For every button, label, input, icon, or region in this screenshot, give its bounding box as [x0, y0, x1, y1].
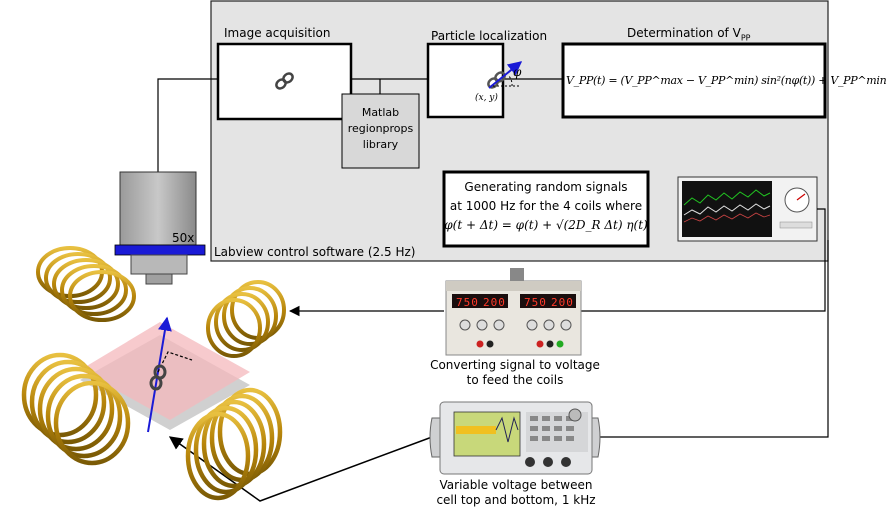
function-generator: [429, 401, 601, 475]
matlab-line-2: regionprops: [347, 122, 414, 135]
connection-lines: [157, 78, 563, 172]
psu-display-4: 200: [551, 296, 574, 309]
determination-title-text: Determination of V: [627, 26, 741, 40]
determination-title-sub: PP: [740, 33, 751, 43]
signal-line-generator: [598, 240, 829, 438]
diagram-canvas: [21, 0, 829, 502]
psu-display-3: 750: [524, 296, 547, 309]
converter-caption: Converting signal to voltage to feed the…: [420, 358, 610, 388]
determination-title: Determination of VPP: [627, 26, 750, 45]
coil-top-left: [36, 246, 136, 322]
setup-diagram: Image acquisition Particle localization …: [21, 0, 886, 508]
image-acquisition-title: Image acquisition: [224, 26, 331, 40]
coil-bottom-left: [21, 352, 131, 466]
random-formula: φ(t + Δt) = φ(t) + √(2D_R Δt) η(t): [444, 218, 648, 232]
particle-icon-acquisition: [275, 72, 294, 90]
matlab-line-3: library: [362, 138, 399, 151]
rotation-axis: [147, 316, 172, 433]
matlab-box: [341, 93, 420, 169]
psu-display-2: 200: [483, 296, 506, 309]
random-signals-text: Generating random signals at 1000 Hz for…: [444, 178, 648, 235]
signal-line-coils: [581, 208, 826, 312]
coil-assembly: [21, 246, 286, 501]
converter-line-1: Converting signal to voltage: [430, 358, 600, 372]
random-line-2: at 1000 Hz for the 4 coils where: [449, 199, 643, 213]
vpp-formula: V_PP(t) = (V_PP^max − V_PP^min) sin²(nφ(…: [566, 74, 886, 87]
generator-line-1: Variable voltage between: [439, 478, 593, 492]
psu-display-1: 750: [456, 296, 479, 309]
matlab-label: Matlab regionprops library: [342, 105, 419, 153]
phi-label: φ: [513, 65, 522, 79]
matlab-line-1: Matlab: [361, 106, 400, 119]
objective-magnification: 50x: [172, 231, 195, 245]
determination-box: [561, 42, 827, 119]
power-supply: [445, 268, 582, 356]
objective-band: [114, 244, 206, 256]
particle-icon-localization: [487, 61, 523, 89]
particle-in-chamber: [149, 364, 167, 391]
converter-line-2: to feed the coils: [466, 373, 564, 387]
arrow-to-chamber: [168, 436, 433, 502]
generator-caption: Variable voltage between cell top and bo…: [416, 478, 616, 508]
random-line-1: Generating random signals: [464, 180, 628, 194]
particle-localization-title: Particle localization: [431, 29, 548, 43]
particle-localization-box: [426, 42, 505, 119]
random-signals-box: [442, 170, 650, 248]
coil-top-right: [206, 280, 286, 358]
labview-screenshot: [677, 176, 818, 242]
microscope-objective: [114, 171, 206, 285]
xy-label: (x, y): [475, 93, 498, 103]
coil-bottom-right: [185, 387, 283, 501]
generator-line-2: cell top and bottom, 1 kHz: [436, 493, 596, 507]
labview-label: Labview control software (2.5 Hz): [214, 245, 416, 259]
